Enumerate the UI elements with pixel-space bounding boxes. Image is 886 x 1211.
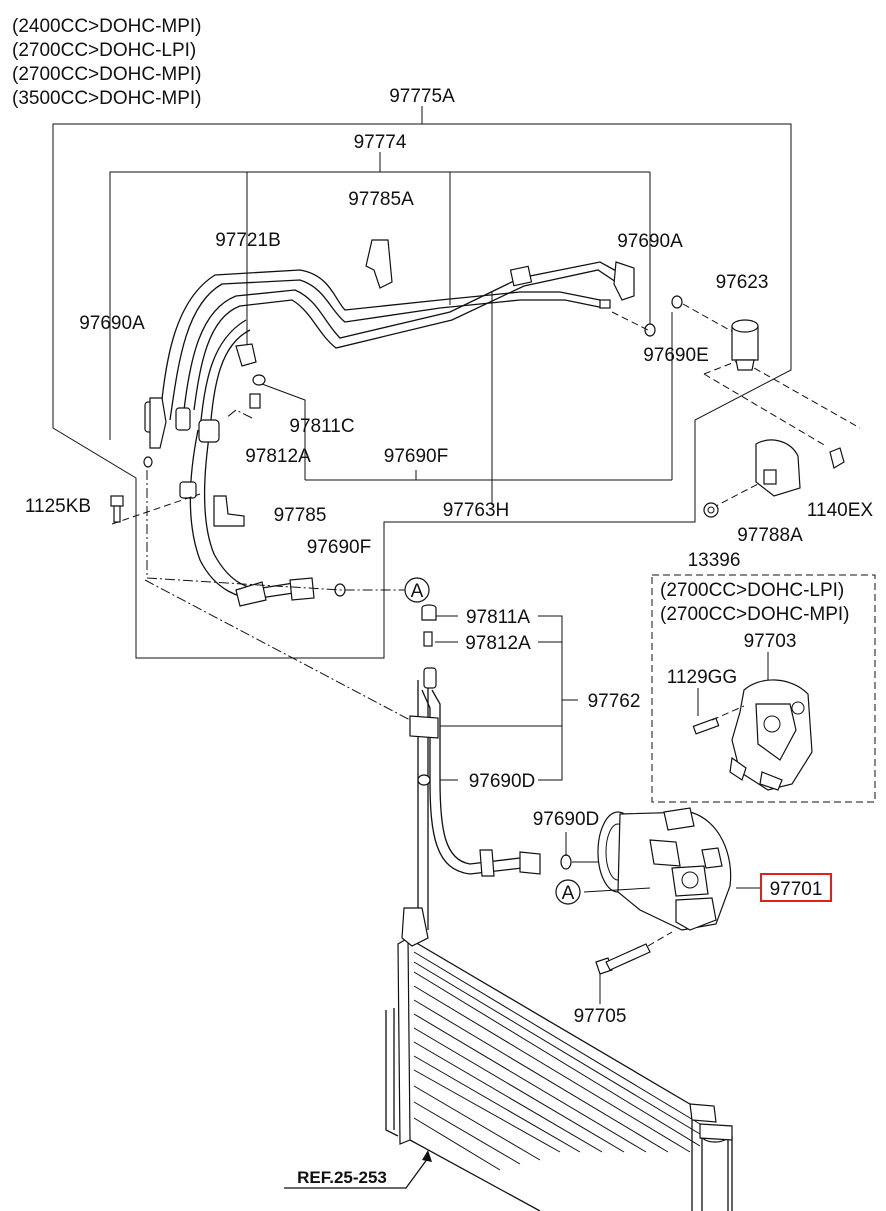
part-label-97623[interactable]: 97623: [716, 272, 769, 293]
part-label-97703[interactable]: 97703: [744, 631, 797, 652]
part-97701-highlight-box: [760, 873, 832, 902]
part-label-1129gg[interactable]: 1129GG: [667, 667, 737, 688]
part-label-97721b[interactable]: 97721B: [215, 230, 281, 251]
bolt-1125kb: [110, 493, 201, 525]
connector-a-upper-label: A: [411, 581, 424, 602]
pressure-switch-group: [611, 303, 861, 518]
engine-variant-1: (2400CC>DOHC-MPI): [12, 16, 202, 37]
upper-hoses: [143, 239, 683, 607]
connector-a-lower: A: [555, 879, 581, 905]
part-label-97690a-right[interactable]: 97690A: [617, 231, 683, 252]
part-label-1140ex[interactable]: 1140EX: [807, 500, 874, 521]
engine-variant-2: (2700CC>DOHC-LPI): [12, 40, 196, 61]
part-label-97762[interactable]: 97762: [588, 691, 641, 712]
bracket-variant-1: (2700CC>DOHC-LPI): [660, 580, 844, 601]
part-label-97812a-mid[interactable]: 97812A: [465, 633, 531, 654]
bracket-variant-2: (2700CC>DOHC-MPI): [660, 604, 850, 625]
connector-a-upper: A: [404, 577, 430, 603]
compressor-bolt-97705: [595, 931, 673, 1004]
part-label-97811a[interactable]: 97811A: [466, 607, 530, 628]
part-label-97812a-top[interactable]: 97812A: [245, 446, 311, 467]
reference-label[interactable]: REF.25-253: [297, 1168, 387, 1187]
part-label-97690f-top[interactable]: 97690F: [384, 446, 448, 467]
part-label-97774[interactable]: 97774: [354, 132, 407, 153]
part-label-97690d-left[interactable]: 97690D: [469, 771, 536, 792]
part-label-97775a[interactable]: 97775A: [389, 86, 455, 107]
part-label-97705[interactable]: 97705: [574, 1006, 627, 1027]
part-label-97690e[interactable]: 97690E: [643, 345, 709, 366]
part-label-97811c[interactable]: 97811C: [289, 416, 354, 437]
ref-pointer: [284, 1150, 432, 1189]
part-label-97788a[interactable]: 97788A: [737, 525, 803, 546]
condenser: [385, 907, 733, 1211]
part-label-97785[interactable]: 97785: [274, 505, 327, 526]
part-label-97785a[interactable]: 97785A: [348, 189, 414, 210]
engine-variant-4: (3500CC>DOHC-MPI): [12, 88, 202, 109]
hose-assembly-outline: [52, 106, 792, 659]
part-label-13396[interactable]: 13396: [688, 550, 741, 571]
ac-compressor: [583, 807, 760, 931]
part-label-97690a-left[interactable]: 97690A: [79, 313, 145, 334]
part-label-97690f-mid[interactable]: 97690F: [307, 537, 371, 558]
part-label-97701[interactable]: 97701: [770, 879, 823, 900]
part-label-97690d-right[interactable]: 97690D: [533, 809, 600, 830]
engine-variant-3: (2700CC>DOHC-MPI): [12, 64, 202, 85]
connector-a-lower-label: A: [562, 883, 575, 904]
compressor-bracket-inset: [651, 574, 876, 803]
part-label-1125kb[interactable]: 1125KB: [25, 496, 91, 517]
discharge-hose: [409, 604, 610, 930]
connection-paths: [144, 409, 411, 721]
part-label-97763h[interactable]: 97763H: [443, 500, 510, 521]
